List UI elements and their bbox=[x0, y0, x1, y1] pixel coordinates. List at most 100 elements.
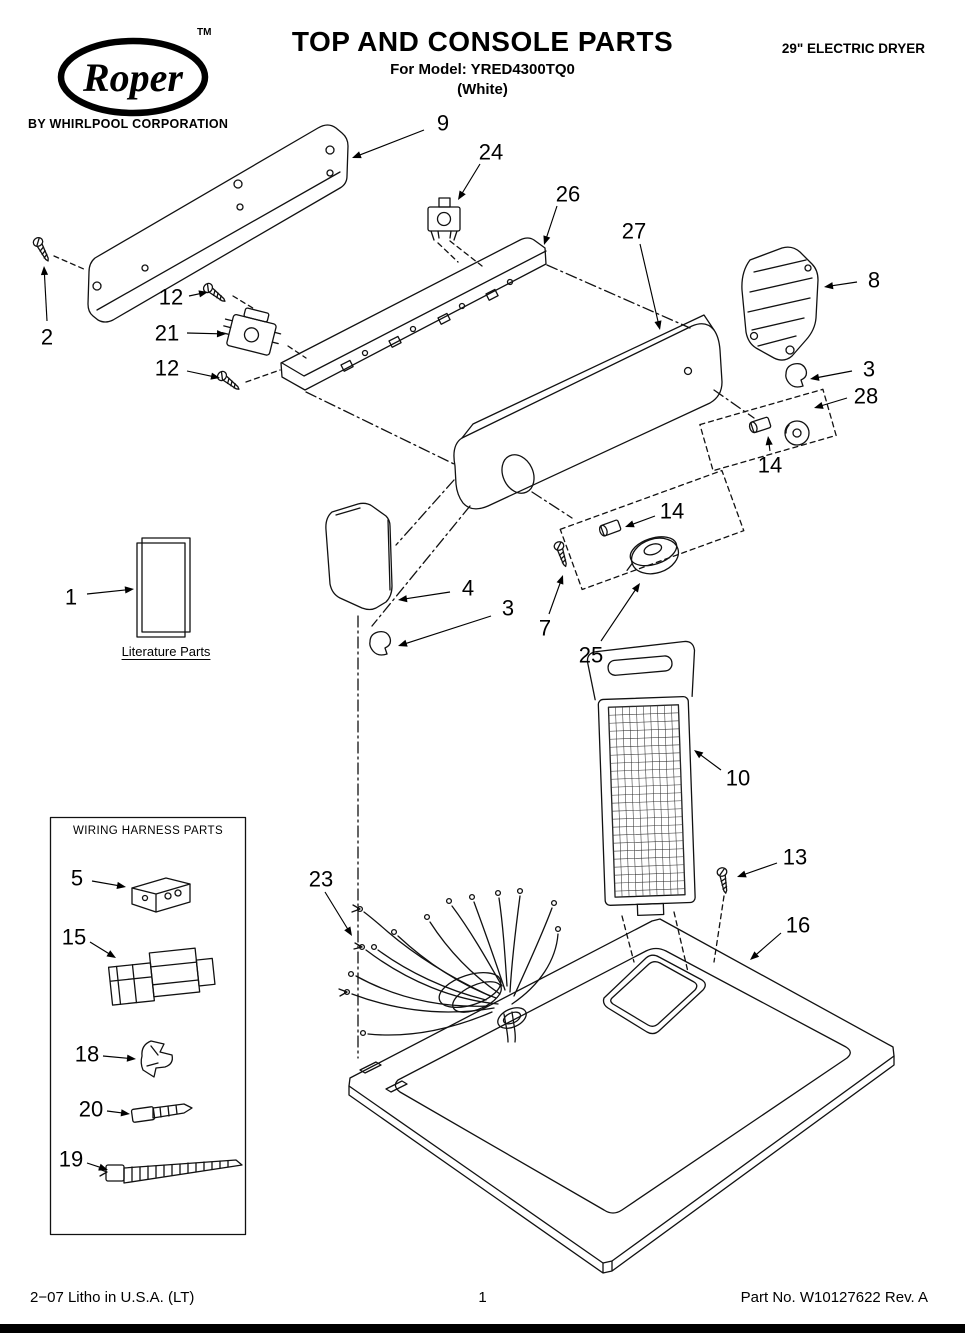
callout-number-26-2: 26 bbox=[556, 182, 580, 207]
callout-leader-4-14 bbox=[403, 591, 451, 600]
literature-parts-label: Literature Parts bbox=[121, 644, 211, 659]
callout-arrow-7-16 bbox=[556, 575, 564, 585]
callout-number-12-8: 12 bbox=[155, 356, 179, 381]
callout-arrow-21-7 bbox=[216, 330, 226, 338]
product-type: 29" ELECTRIC DRYER bbox=[781, 41, 925, 56]
callout-number-12-6: 12 bbox=[159, 285, 183, 310]
harness-item-19 bbox=[98, 1159, 243, 1184]
callout-number-1-13: 1 bbox=[65, 585, 77, 610]
callout-leader-23-21 bbox=[324, 891, 350, 932]
callout-arrow-24-1 bbox=[458, 190, 466, 200]
callout-leader-18-24 bbox=[102, 1055, 131, 1060]
screw-12-lower bbox=[215, 368, 243, 394]
callout-arrow-13-19 bbox=[737, 870, 747, 878]
callout-leader-21-7 bbox=[186, 332, 221, 335]
callout-leader-27-3 bbox=[639, 243, 660, 325]
callout-arrow-2-5 bbox=[40, 266, 49, 276]
callout-arrow-16-20 bbox=[750, 951, 760, 960]
page-bottom-edge bbox=[0, 1324, 965, 1333]
callout-arrow-10-18 bbox=[694, 750, 704, 759]
callout-arrow-15-23 bbox=[106, 950, 116, 958]
screw-2 bbox=[31, 235, 53, 264]
callout-arrow-12-8 bbox=[210, 372, 220, 380]
callout-number-27-3: 27 bbox=[622, 219, 646, 244]
literature-pack bbox=[136, 537, 191, 638]
title-block: TOP AND CONSOLE PARTS For Model: YRED430… bbox=[250, 26, 715, 98]
callout-leader-5-22 bbox=[91, 880, 121, 887]
callout-arrow-28-10 bbox=[814, 401, 824, 409]
callout-number-28-10: 28 bbox=[854, 384, 878, 409]
callout-arrow-8-4 bbox=[824, 282, 834, 290]
trademark-symbol: TM bbox=[197, 27, 212, 38]
callout-number-20-25: 20 bbox=[79, 1097, 103, 1122]
callout-arrow-19-26 bbox=[98, 1163, 108, 1171]
construction-lines bbox=[53, 240, 755, 1059]
switch-24 bbox=[427, 197, 461, 241]
footer-page-number: 1 bbox=[478, 1289, 487, 1306]
callout-number-8-4: 8 bbox=[868, 268, 880, 293]
footer-part-number: Part No. W10127622 Rev. A bbox=[740, 1289, 928, 1306]
brand-subtitle: BY WHIRLPOOL CORPORATION bbox=[28, 117, 229, 131]
harness-item-18 bbox=[140, 1040, 173, 1078]
finish-line: (White) bbox=[457, 81, 508, 98]
callout-number-24-1: 24 bbox=[479, 140, 503, 165]
callout-leader-14-12 bbox=[630, 515, 656, 526]
callout-leader-10-18 bbox=[698, 753, 722, 771]
harness-box-title: WIRING HARNESS PARTS bbox=[72, 825, 224, 837]
callout-number-7-16: 7 bbox=[539, 616, 551, 641]
callout-leader-13-19 bbox=[742, 862, 778, 876]
callout-arrow-26-2 bbox=[543, 235, 551, 245]
callout-leader-8-4 bbox=[829, 281, 858, 287]
callout-leader-1-13 bbox=[86, 589, 129, 595]
callout-number-19-26: 19 bbox=[59, 1147, 83, 1172]
callout-arrow-3-9 bbox=[810, 373, 820, 381]
callout-arrow-12-6 bbox=[198, 290, 208, 298]
brand-logo-text: Roper bbox=[82, 55, 183, 100]
callout-arrow-25-17 bbox=[631, 583, 640, 593]
callout-number-16-20: 16 bbox=[786, 913, 810, 938]
callout-number-3-15: 3 bbox=[502, 596, 514, 621]
callout-leader-15-23 bbox=[89, 941, 112, 956]
callout-number-21-7: 21 bbox=[155, 321, 179, 346]
switch-21 bbox=[221, 307, 282, 356]
callout-leader-3-9 bbox=[815, 370, 853, 379]
harness-parts-box bbox=[49, 816, 247, 1236]
console-bracket bbox=[280, 237, 547, 391]
callout-number-18-24: 18 bbox=[75, 1042, 99, 1067]
harness-item-5 bbox=[131, 877, 191, 913]
callout-arrow-4-14 bbox=[398, 595, 408, 603]
rear-console-panel bbox=[87, 124, 349, 323]
callout-leader-16-20 bbox=[754, 932, 782, 957]
callout-arrow-20-25 bbox=[120, 1109, 130, 1117]
harness-item-20 bbox=[130, 1103, 193, 1123]
callout-leader-26-2 bbox=[545, 205, 558, 240]
callout-leader-28-10 bbox=[819, 397, 848, 407]
callout-number-3-9: 3 bbox=[863, 357, 875, 382]
callout-number-4-14: 4 bbox=[462, 576, 474, 601]
callout-arrow-5-22 bbox=[116, 881, 126, 889]
footer-litho: 2−07 Litho in U.S.A. (LT) bbox=[30, 1289, 195, 1306]
callout-number-14-12: 14 bbox=[660, 499, 684, 524]
screw-7 bbox=[552, 539, 571, 569]
callout-number-5-22: 5 bbox=[71, 866, 83, 891]
callout-number-23-21: 23 bbox=[309, 867, 333, 892]
knob-assembly-28 bbox=[699, 388, 837, 472]
callout-leader-25-17 bbox=[600, 587, 638, 642]
callout-number-25-17: 25 bbox=[579, 643, 603, 668]
clip-3-right bbox=[785, 362, 808, 388]
clip-3-center bbox=[369, 630, 392, 656]
callout-arrow-27-3 bbox=[654, 320, 662, 330]
model-line: For Model: YRED4300TQ0 bbox=[390, 61, 575, 78]
wiring-harness bbox=[338, 887, 562, 1043]
callout-arrow-14-12 bbox=[625, 520, 635, 528]
callout-arrow-1-13 bbox=[124, 586, 134, 594]
end-cap-right bbox=[741, 246, 819, 361]
callout-arrow-9-0 bbox=[352, 151, 362, 159]
callout-leader-12-8 bbox=[186, 370, 215, 378]
callout-leader-24-1 bbox=[460, 163, 481, 196]
console-panel bbox=[453, 314, 723, 510]
harness-item-15 bbox=[107, 947, 216, 1006]
page-title: TOP AND CONSOLE PARTS bbox=[291, 26, 674, 57]
